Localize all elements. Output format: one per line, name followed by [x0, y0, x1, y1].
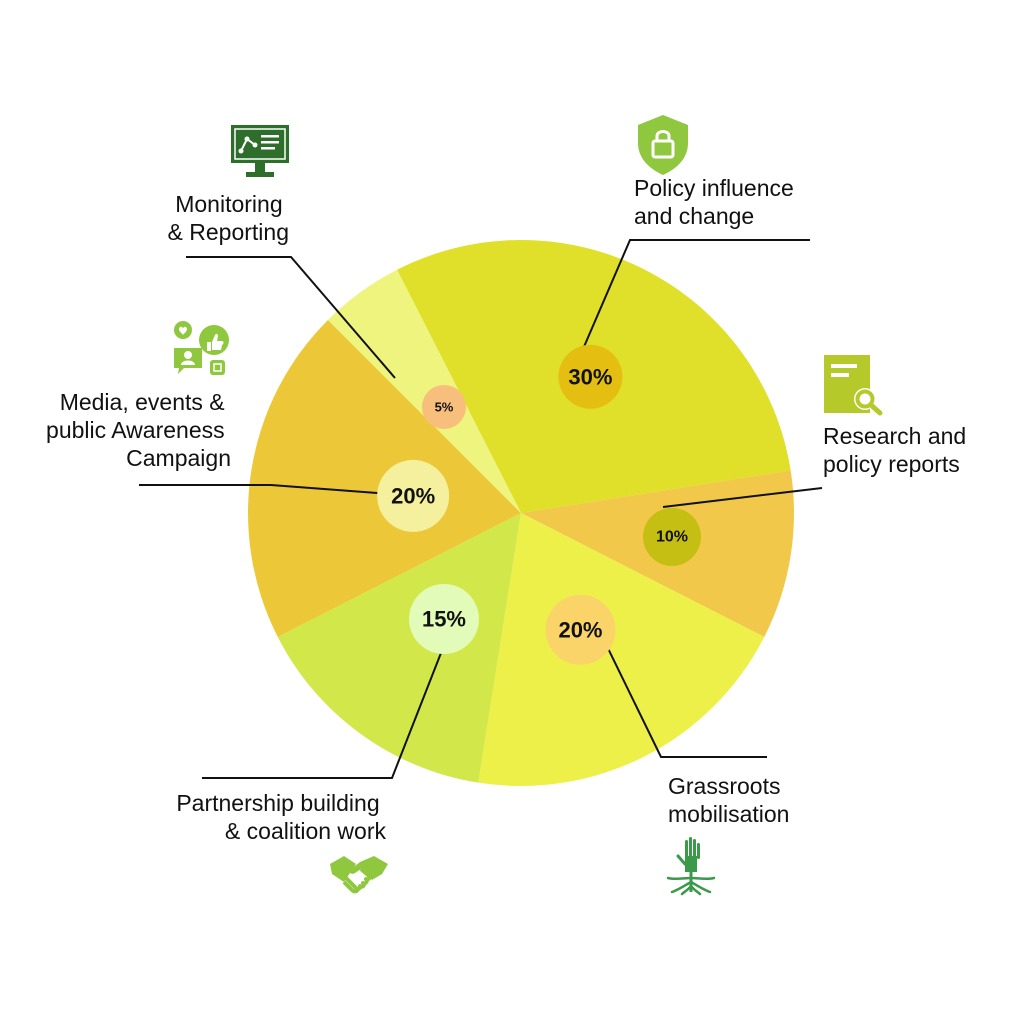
percent-bubble-5 [421, 384, 466, 429]
leader-line-1 [662, 487, 823, 508]
leader-lines [139, 239, 823, 779]
percent-label-4: 20% [391, 483, 435, 508]
leader-line-5 [186, 256, 396, 379]
percent-label-2: 20% [558, 617, 602, 642]
percent-bubble-2 [545, 594, 616, 665]
leader-line-3 [202, 629, 451, 779]
monitor-analytics-icon [231, 125, 289, 177]
percent-label-3: 15% [422, 607, 466, 632]
document-search-icon [824, 355, 883, 416]
pie-slices [248, 240, 794, 786]
label-monitoring: Monitoring & Reporting [168, 191, 289, 245]
social-media-icon [174, 321, 229, 375]
percent-bubble-0 [558, 344, 623, 409]
shield-lock-icon [638, 115, 688, 175]
label-grassroots: Grassroots mobilisation [668, 773, 789, 827]
raised-hand-roots-icon [666, 837, 716, 896]
leader-line-0 [576, 239, 810, 364]
pie-slice-3 [277, 513, 521, 783]
slice-labels: Policy influence and change Research and… [46, 175, 973, 844]
percent-label-0: 30% [568, 364, 612, 389]
leader-line-4 [139, 484, 391, 495]
handshake-icon [330, 856, 388, 894]
percent-label-1: 10% [656, 528, 688, 545]
pie-slice-5 [327, 269, 521, 513]
leader-line-2 [600, 633, 767, 758]
percent-bubble-3 [408, 584, 479, 655]
percentage-bubbles: 30% 10% 20% 15% 20% 5% [377, 344, 701, 665]
label-media-events: Media, events & public Awareness Campaig… [46, 389, 231, 471]
percent-bubble-4 [377, 459, 450, 532]
label-partnership: Partnership building & coalition work [176, 790, 386, 844]
label-policy-influence: Policy influence and change [634, 175, 800, 229]
label-research-reports: Research and policy reports [823, 423, 973, 477]
pie-slice-2 [478, 513, 765, 786]
percent-label-5: 5% [435, 399, 454, 414]
percent-bubble-1 [642, 507, 701, 566]
